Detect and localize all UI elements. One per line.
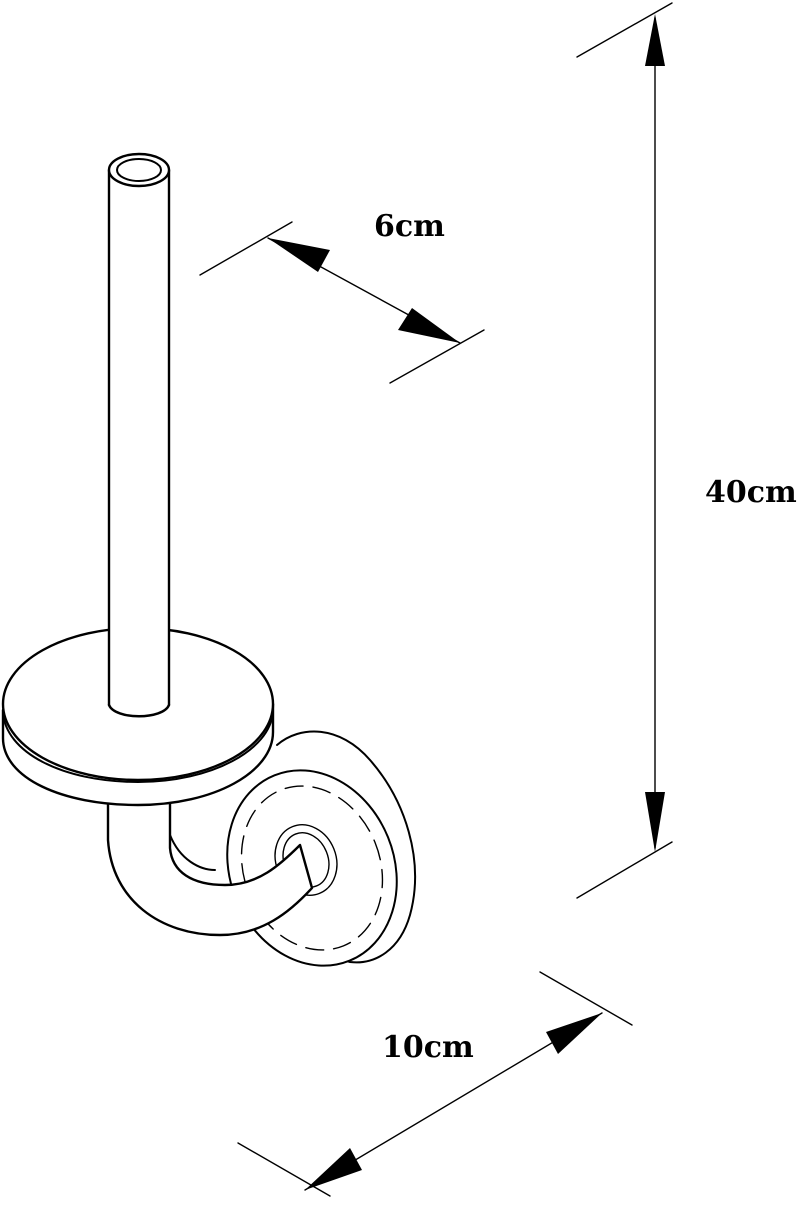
width-label: 10cm: [382, 1030, 474, 1065]
width-right-extension-line: [539, 971, 633, 1026]
depth-right-extension-line: [389, 329, 485, 384]
depth-left-extension-line: [199, 221, 293, 276]
width-arrow-right: [546, 1013, 602, 1054]
depth-arrow-right: [398, 308, 460, 343]
depth-dimension: [199, 221, 485, 384]
depth-arrow-left: [268, 238, 330, 272]
bent-arm: [106, 798, 314, 937]
depth-label: 6cm: [374, 209, 445, 244]
spindle-rod: [107, 152, 171, 718]
height-top-extension-line: [576, 2, 673, 58]
width-left-extension-line: [237, 1142, 331, 1197]
height-label: 40cm: [705, 475, 797, 510]
width-dimension: [237, 971, 633, 1197]
height-arrow-bottom: [645, 792, 665, 852]
height-arrow-top: [645, 14, 665, 66]
height-dimension: [576, 2, 673, 899]
height-bottom-extension-line: [576, 841, 673, 899]
width-arrow-left: [305, 1148, 362, 1190]
